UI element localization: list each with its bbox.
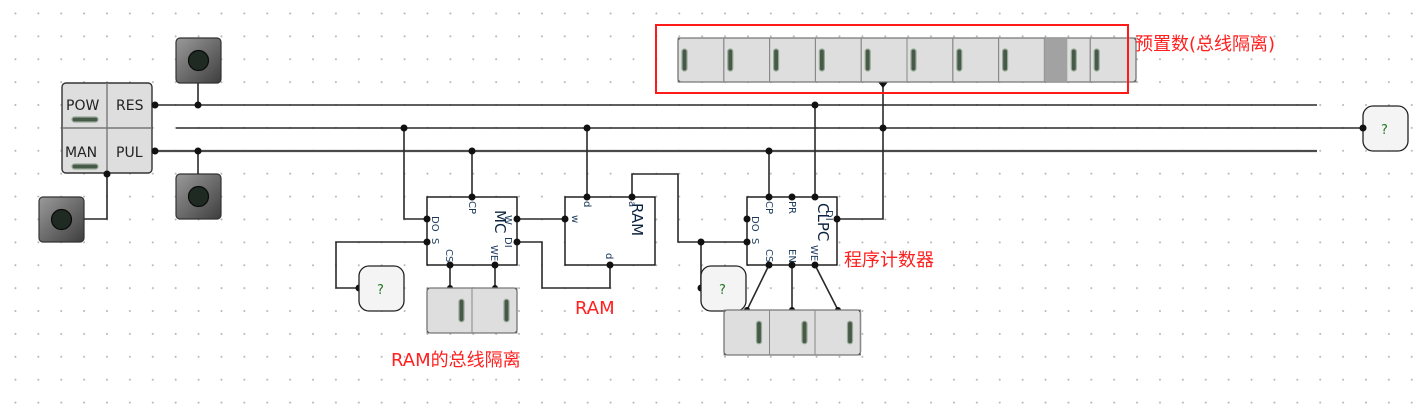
control-panel[interactable]: POW RES MAN PUL <box>61 82 153 174</box>
ram-chip[interactable]: RAM d a w d <box>564 196 656 266</box>
switch-lever <box>864 48 871 72</box>
switch-lever <box>1070 48 1077 72</box>
switch-lever <box>503 298 510 323</box>
control-wires <box>84 83 202 220</box>
ram-switch-1[interactable] <box>471 287 518 334</box>
preset-switch-8[interactable] <box>1043 37 1091 83</box>
switch-lever <box>1001 48 1009 72</box>
switch-lever <box>772 48 780 72</box>
svg-text:WE: WE <box>808 245 819 261</box>
probe-pc-value: ? <box>719 283 726 298</box>
probe-bus[interactable]: ? <box>1359 105 1409 152</box>
pc-chip[interactable]: CLPC CP PR DI DO S CS EN WE <box>746 196 838 266</box>
svg-text:WE: WE <box>488 245 499 261</box>
svg-text:W: W <box>502 215 513 225</box>
preset-highlight-box <box>655 24 1129 94</box>
pc-switches[interactable] <box>723 309 862 356</box>
bus-wires <box>155 104 1363 153</box>
ram-chip-name: RAM <box>628 203 646 236</box>
ram-isolation-switches[interactable] <box>426 287 518 334</box>
preset-switch-row[interactable] <box>677 37 1137 83</box>
pc-chip-name: CLPC <box>814 203 832 241</box>
mc-chip[interactable]: MC CP W DI DO S CS WE <box>426 196 518 266</box>
pulse-key[interactable] <box>175 173 222 220</box>
svg-text:a: a <box>626 201 637 207</box>
svg-text:w: w <box>569 215 580 223</box>
man-indicator <box>71 163 99 170</box>
preset-switch-3[interactable] <box>814 37 862 83</box>
switch-lever <box>727 48 734 72</box>
annotation-preset: 预置数(总线隔离) <box>1135 34 1276 55</box>
svg-text:CP: CP <box>466 201 477 214</box>
reset-key[interactable] <box>175 37 222 84</box>
preset-switch-2[interactable] <box>769 37 816 83</box>
panel-pow-label: POW <box>66 98 99 114</box>
probe-mc[interactable]: ? <box>358 265 405 312</box>
svg-text:CS: CS <box>763 249 774 262</box>
svg-text:S: S <box>429 238 440 244</box>
probe-pc[interactable]: ? <box>700 265 747 312</box>
panel-pul-label: PUL <box>116 145 143 161</box>
svg-text:d: d <box>581 201 592 207</box>
panel-res-label: RES <box>116 98 144 114</box>
preset-switch-9[interactable] <box>1089 37 1137 83</box>
svg-text:DO: DO <box>429 216 440 232</box>
annotation-ram: RAM <box>575 298 615 319</box>
switch-lever <box>818 48 826 72</box>
svg-text:DO: DO <box>749 216 760 232</box>
switch-lever <box>801 320 808 345</box>
mc-chip-name: MC <box>491 210 509 233</box>
svg-text:DI: DI <box>823 210 834 221</box>
panel-man-label: MAN <box>65 145 97 161</box>
switch-lever <box>458 298 465 323</box>
annotation-pc: 程序计数器 <box>844 250 934 271</box>
switch-lever <box>846 320 854 345</box>
probe-bus-value: ? <box>1381 123 1388 138</box>
probe-mc-value: ? <box>377 283 384 298</box>
svg-text:S: S <box>749 238 760 244</box>
switch-lever <box>755 320 763 345</box>
switch-lever <box>1093 48 1100 72</box>
svg-text:DI: DI <box>502 237 513 248</box>
pc-switch-2[interactable] <box>814 309 861 356</box>
switch-lever <box>910 48 917 72</box>
pow-indicator <box>71 116 99 123</box>
manual-key[interactable] <box>38 196 85 243</box>
svg-text:EN: EN <box>786 249 797 263</box>
svg-text:CS: CS <box>443 249 454 262</box>
svg-text:d: d <box>603 253 614 259</box>
preset-switch-0[interactable] <box>677 37 725 83</box>
svg-text:CP: CP <box>763 201 774 214</box>
annotation-ram-bus: RAM的总线隔离 <box>391 350 521 371</box>
svg-text:PR: PR <box>786 201 797 214</box>
switch-lever <box>956 48 963 72</box>
switch-lever <box>681 48 688 72</box>
